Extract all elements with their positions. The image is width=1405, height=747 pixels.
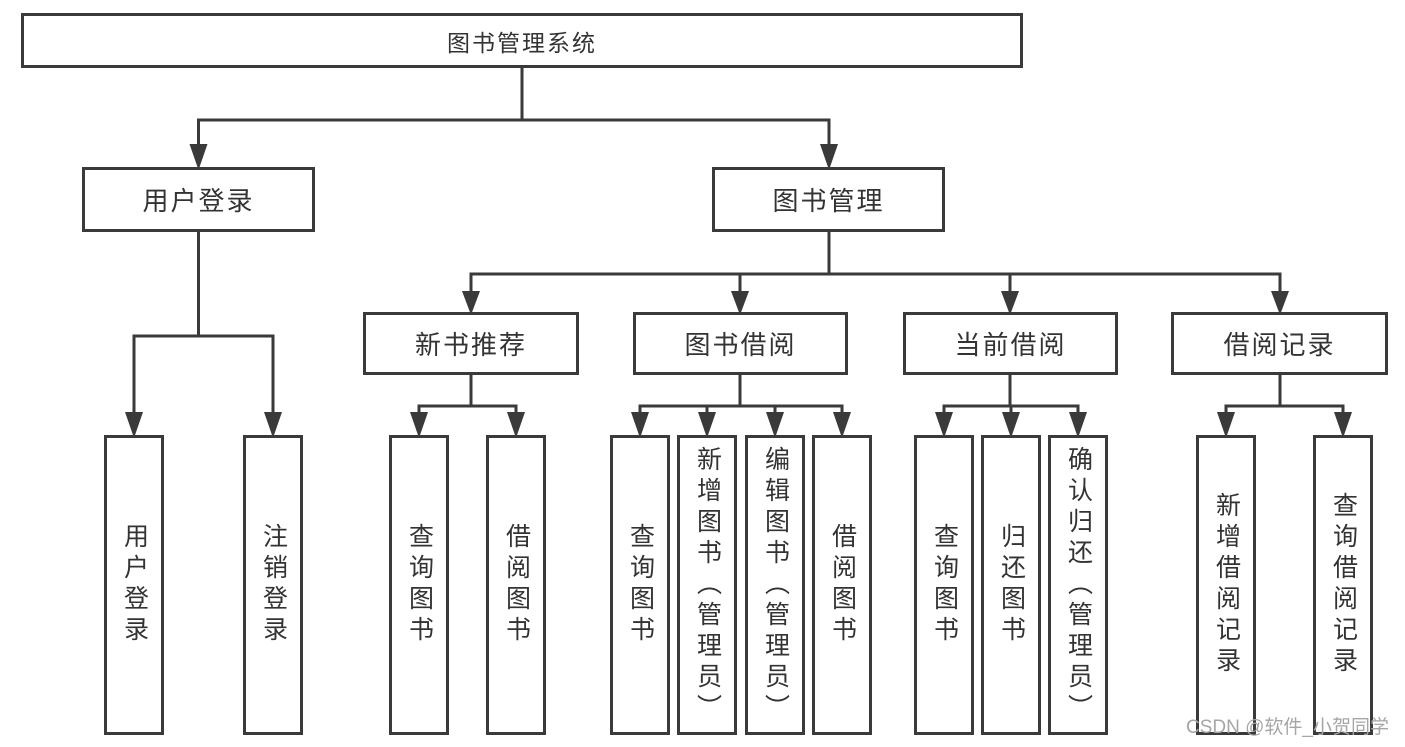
leaf-label: 确认归还（管理员） (1064, 445, 1093, 725)
leaf-query-book-newrec: 查询图书 (389, 435, 449, 735)
leaf-label: 归还图书 (997, 523, 1026, 647)
node-label: 图书借阅 (684, 330, 797, 360)
leaf-borrow-book-newrec: 借阅图书 (486, 435, 546, 735)
leaf-query-borrow-record: 查询借阅记录 (1313, 435, 1373, 735)
node-label: 图书管理系统 (447, 29, 597, 56)
node-label: 借阅记录 (1223, 330, 1336, 360)
leaf-label: 查询借阅记录 (1329, 492, 1358, 678)
leaf-query-book-borrow: 查询图书 (610, 435, 670, 735)
leaf-label: 查询图书 (930, 523, 959, 647)
leaf-label: 查询图书 (405, 523, 434, 647)
node-label: 用户登录 (142, 186, 255, 216)
leaf-label: 编辑图书（管理员） (761, 445, 790, 725)
leaf-label: 注销登录 (259, 523, 288, 647)
node-book-management: 图书管理 (712, 167, 945, 232)
csdn-watermark: CSDN @软件_小贺同学 (1186, 717, 1389, 738)
node-library-management-system: 图书管理系统 (21, 13, 1023, 68)
leaf-add-borrow-record: 新增借阅记录 (1196, 435, 1256, 735)
leaf-label: 查询图书 (626, 523, 655, 647)
node-book-borrow: 图书借阅 (633, 312, 848, 375)
leaf-label: 新增借阅记录 (1212, 492, 1241, 678)
node-current-borrow: 当前借阅 (903, 312, 1118, 375)
leaf-confirm-return-admin: 确认归还（管理员） (1048, 435, 1108, 735)
node-user-login: 用户登录 (82, 167, 315, 232)
node-label: 图书管理 (772, 186, 885, 216)
leaf-return-book: 归还图书 (981, 435, 1041, 735)
leaf-label: 借阅图书 (828, 523, 857, 647)
leaf-user-login: 用户登录 (104, 435, 164, 735)
leaf-logout: 注销登录 (243, 435, 303, 735)
leaf-add-book-admin: 新增图书（管理员） (677, 435, 737, 735)
arrowheads (125, 144, 1352, 438)
node-label: 新书推荐 (414, 330, 527, 360)
leaf-borrow-book: 借阅图书 (812, 435, 872, 735)
leaf-label: 新增图书（管理员） (693, 445, 722, 725)
node-new-book-recommend: 新书推荐 (363, 312, 579, 375)
node-borrow-records: 借阅记录 (1171, 312, 1388, 375)
leaf-label: 用户登录 (120, 523, 149, 647)
leaf-query-book-current: 查询图书 (914, 435, 974, 735)
leaf-edit-book-admin: 编辑图书（管理员） (745, 435, 805, 735)
node-label: 当前借阅 (954, 330, 1067, 360)
leaf-label: 借阅图书 (502, 523, 531, 647)
